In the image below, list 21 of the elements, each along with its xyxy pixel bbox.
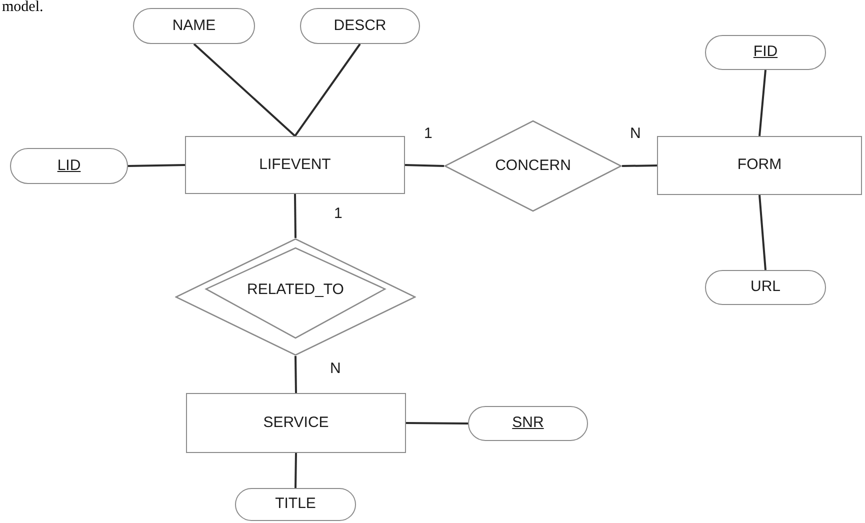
connector-line (294, 194, 296, 238)
connector-line (404, 164, 444, 167)
cardinality-label: 1 (424, 126, 432, 141)
connector-line (294, 452, 297, 488)
cardinality-label: N (330, 361, 341, 376)
entity-box: FORM (657, 136, 862, 195)
connector-line (193, 43, 296, 137)
entity-box: SERVICE (186, 393, 406, 453)
relationship-diamond: CONCERN (444, 120, 622, 212)
connector-line (622, 164, 658, 167)
weak-relationship-diamond: RELATED_TO (175, 238, 416, 356)
caption-text: model. (2, 0, 44, 15)
cardinality-label: N (630, 126, 641, 141)
entity-box: LIFEVENT (185, 136, 405, 194)
cardinality-label: 1 (334, 206, 342, 221)
connector-line (758, 70, 766, 136)
connector-line (406, 422, 468, 424)
connector-line (294, 356, 297, 394)
connector-line (128, 164, 186, 167)
connector-line (294, 43, 361, 137)
connector-line (758, 194, 766, 270)
